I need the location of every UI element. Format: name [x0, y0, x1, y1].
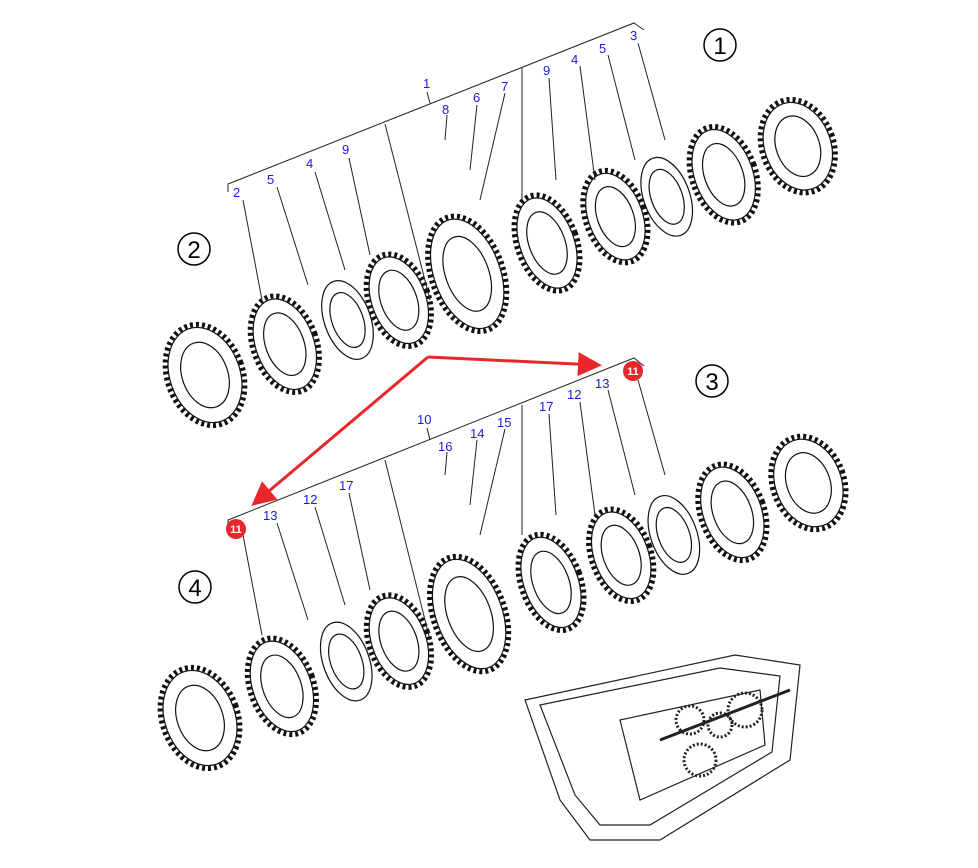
synchro-hub — [244, 635, 319, 738]
callout: 4 — [306, 156, 313, 171]
callout: 3 — [630, 28, 637, 43]
gear — [157, 664, 243, 772]
synchro-hub — [247, 293, 322, 395]
assembly-marker-2: 2 — [177, 232, 211, 266]
assembly-marker-4: 4 — [178, 570, 212, 604]
assembly-marker-1: 1 — [703, 28, 737, 62]
sleeve — [425, 213, 510, 335]
synchro-ring — [321, 280, 374, 360]
callout: 4 — [571, 52, 578, 67]
svg-text:11: 11 — [230, 524, 242, 536]
transmission-housing-inset — [524, 654, 801, 841]
callout: 17 — [339, 478, 353, 493]
hub — [515, 531, 587, 633]
callout: 8 — [442, 102, 449, 117]
hub — [511, 192, 583, 294]
sleeve — [427, 553, 512, 675]
gear — [757, 96, 838, 196]
callout: 15 — [497, 415, 511, 430]
callout: 13 — [263, 508, 277, 523]
callout: 9 — [543, 63, 550, 78]
gear — [162, 321, 248, 429]
callout: 7 — [501, 79, 508, 94]
callout: 2 — [233, 185, 240, 200]
svg-text:4: 4 — [188, 575, 201, 602]
callout-group-10: 10 — [417, 412, 431, 427]
synchro-hub — [695, 461, 770, 564]
cone-ring — [586, 506, 657, 605]
cone-ring — [363, 592, 435, 690]
gear — [768, 433, 849, 533]
svg-text:11: 11 — [627, 366, 639, 378]
synchro-hub — [686, 124, 761, 226]
callout: 9 — [342, 142, 349, 157]
upper-bracket — [227, 22, 666, 301]
callout: 12 — [303, 492, 317, 507]
callout: 5 — [599, 41, 606, 56]
highlight-arrows — [251, 352, 602, 506]
callout: 6 — [473, 90, 480, 105]
callout-group-1: 1 — [423, 76, 430, 91]
callout: 14 — [470, 426, 484, 441]
svg-text:1: 1 — [713, 33, 726, 60]
cone-ring — [580, 167, 651, 266]
svg-text:3: 3 — [705, 369, 718, 396]
highlight-badge-left: 11 — [226, 519, 246, 539]
svg-text:2: 2 — [187, 237, 200, 264]
callout: 5 — [267, 172, 274, 187]
synchro-ring — [319, 621, 373, 702]
callout: 17 — [539, 399, 553, 414]
synchro-ring — [647, 495, 701, 575]
synchro-ring — [640, 156, 694, 237]
callout: 13 — [595, 376, 609, 391]
cone-ring — [363, 251, 434, 349]
callout: 16 — [438, 439, 452, 454]
callout: 12 — [567, 387, 581, 402]
assembly-marker-3: 3 — [695, 364, 729, 398]
highlight-badge-right: 11 — [623, 361, 643, 381]
